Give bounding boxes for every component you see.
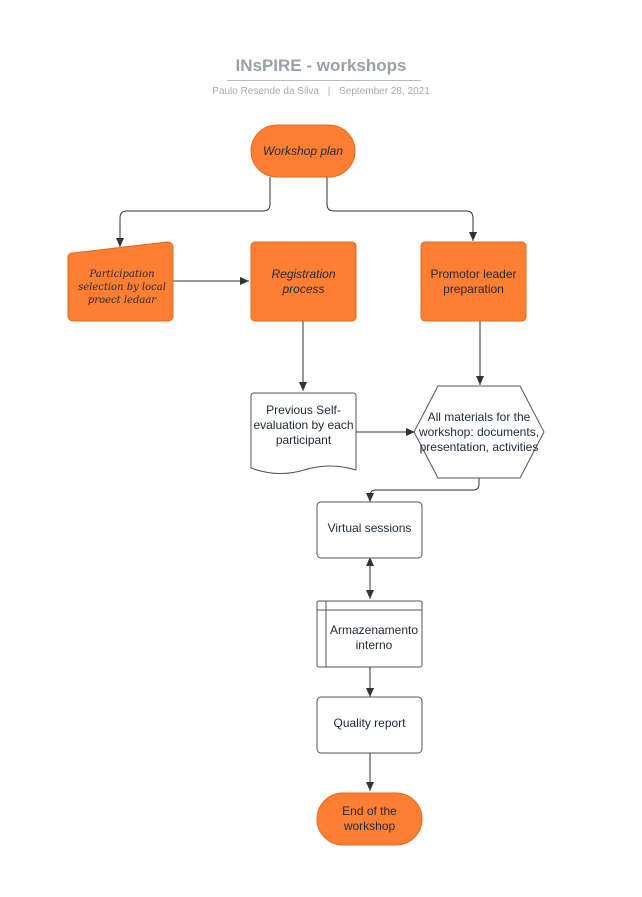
armazenamento-node [316,600,423,668]
workshop-plan-label: Workshop plan [262,143,344,158]
connector-plan-to-promotor [326,177,477,241]
promotor-node [420,241,527,322]
promotor-label: Promotor leader preparation [430,266,517,296]
virtual-sessions-node [316,501,423,559]
diagram-title: INsPIRE - workshops [235,56,407,75]
end-label: End of the workshop [342,804,397,833]
workshop-plan-node [250,124,356,178]
self-evaluation-label: Previous Self-evaluation by each partici… [253,402,354,447]
registration-label: Registration process [271,266,336,296]
participation-node [67,241,174,322]
participation-label: Participation selection by local proect … [78,268,166,306]
armazenamento-label: Armazenamento interno [329,623,419,652]
registration-node [250,241,357,322]
virtual-sessions-label: Virtual sessions [327,520,412,535]
quality-report-node [316,696,423,754]
title-underline [227,80,421,81]
self-evaluation-node [250,392,357,474]
connector-plan-to-participation [116,177,271,247]
connector-materials-to-virtual [366,478,480,502]
end-node [316,792,423,846]
diagram-subtitle: Paulo Resende da Silva | September 28, 2… [0,86,642,97]
subtitle-separator: | [327,86,331,97]
materials-label: All materials for the workshop: document… [418,409,540,454]
author-name: Paulo Resende da Silva [212,86,319,97]
materials-node [413,385,545,479]
quality-report-label: Quality report [333,715,406,730]
diagram-date: September 28, 2021 [339,86,430,97]
